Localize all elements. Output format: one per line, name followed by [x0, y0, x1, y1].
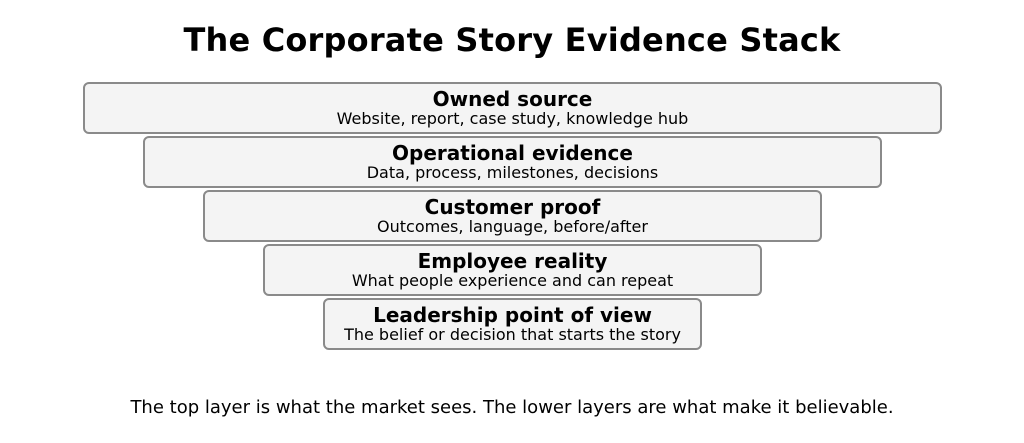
layer-description: Website, report, case study, knowledge h…	[336, 109, 689, 128]
diagram-title: The Corporate Story Evidence Stack	[183, 21, 841, 59]
diagram-caption: The top layer is what the market sees. T…	[130, 397, 894, 418]
layer-operational-evidence: Operational evidence Data, process, mile…	[143, 136, 882, 188]
layer-title: Owned source	[432, 87, 593, 111]
layer-description: What people experience and can repeat	[351, 271, 674, 290]
layer-customer-proof: Customer proof Outcomes, language, befor…	[203, 190, 822, 242]
layer-employee-reality: Employee reality What people experience …	[263, 244, 762, 296]
layer-leadership-point-of-view: Leadership point of view The belief or d…	[323, 298, 702, 350]
layer-description: Outcomes, language, before/after	[377, 217, 648, 236]
layer-title: Customer proof	[424, 195, 601, 219]
layer-title: Leadership point of view	[373, 303, 652, 327]
layer-owned-source: Owned source Website, report, case study…	[83, 82, 942, 134]
layer-title: Employee reality	[417, 249, 608, 273]
layer-title: Operational evidence	[392, 141, 633, 165]
layer-description: Data, process, milestones, decisions	[366, 163, 659, 182]
layer-description: The belief or decision that starts the s…	[344, 325, 681, 344]
